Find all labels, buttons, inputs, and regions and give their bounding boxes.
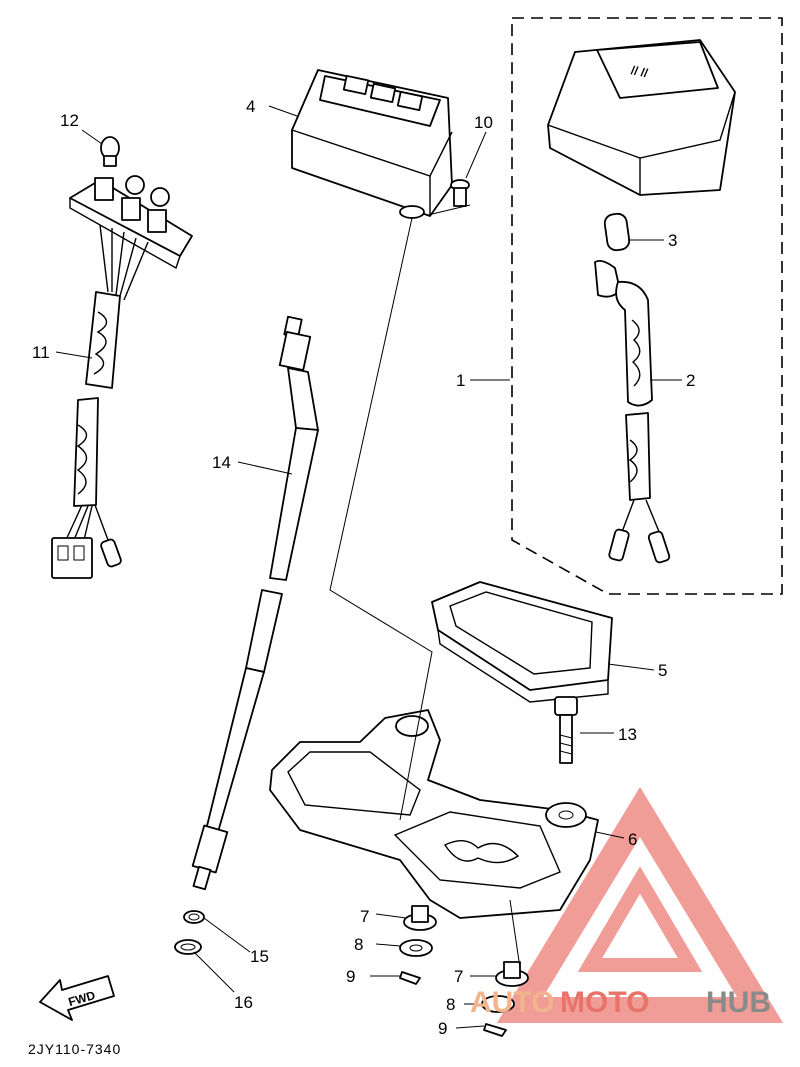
washer-part-16	[174, 939, 202, 955]
label-part-7-a: 7	[360, 907, 369, 926]
speedometer-face-marks: // //	[630, 63, 650, 80]
forward-direction-arrow-icon: FWD	[39, 975, 115, 1021]
label-part-9-a: 9	[346, 967, 355, 986]
clip-part-9-b	[483, 1023, 507, 1037]
label-part-2: 2	[686, 371, 695, 390]
label-part-8-a: 8	[354, 935, 363, 954]
label-part-9-b: 9	[438, 1019, 447, 1038]
gasket-part-5	[431, 581, 613, 703]
leader-lines	[55, 105, 682, 1029]
assembly-dashed-outline	[511, 17, 783, 595]
label-part-8-b: 8	[446, 995, 455, 1014]
damper-part-7-b	[495, 961, 529, 987]
socket-harness-part-11	[51, 175, 193, 579]
label-part-5: 5	[658, 661, 667, 680]
label-part-15: 15	[250, 947, 269, 966]
screw-part-10	[450, 179, 470, 207]
watermark-text-moto: MOTO	[560, 986, 649, 1019]
label-part-7-b: 7	[454, 967, 463, 986]
circlip-part-15	[183, 910, 205, 924]
label-part-14: 14	[212, 453, 231, 472]
damper-part-7-a	[403, 905, 437, 931]
bulb-part-12	[100, 136, 120, 167]
washer-part-8-a	[399, 939, 433, 957]
bracket-part-6	[269, 709, 599, 919]
meter-housing-part-4	[291, 69, 453, 219]
label-part-6: 6	[628, 830, 637, 849]
label-part-4: 4	[246, 97, 255, 116]
bolt-part-13	[554, 696, 578, 764]
wire-harness-part-2	[594, 259, 671, 564]
clip-part-9-a	[399, 971, 421, 985]
label-part-1: 1	[456, 371, 465, 390]
label-part-10: 10	[474, 113, 493, 132]
bulb-socket-part-3	[603, 212, 631, 252]
assembly-guide-line	[329, 217, 433, 821]
watermark-text-hub: HUB	[706, 986, 771, 1019]
speedometer-assembly-housing: // //	[547, 39, 736, 196]
watermark-logo-icon	[496, 786, 784, 1023]
speedometer-cable-part-14	[191, 315, 319, 891]
drawing-code: 2JY110-7340	[28, 1041, 121, 1057]
label-part-16: 16	[234, 993, 253, 1012]
label-part-12: 12	[60, 111, 79, 130]
label-part-3: 3	[668, 231, 677, 250]
label-part-13: 13	[618, 725, 637, 744]
watermark-text-auto: AUTO	[470, 986, 554, 1019]
label-part-11: 11	[32, 343, 50, 362]
